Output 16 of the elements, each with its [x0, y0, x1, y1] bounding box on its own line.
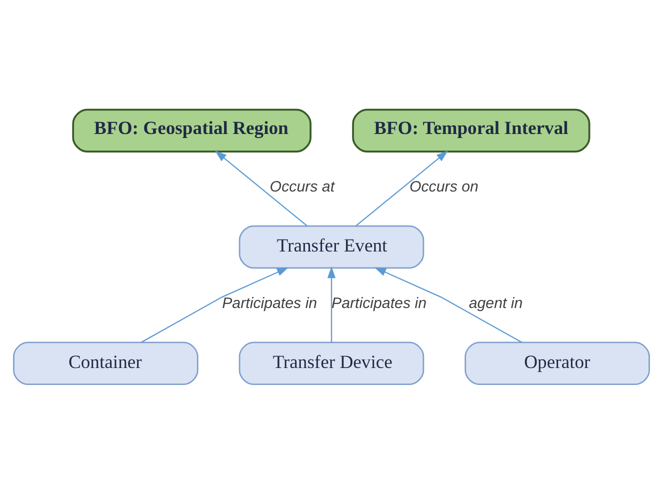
node-box: Operator [464, 341, 650, 385]
edge-label: Participates in [332, 294, 426, 312]
arrow [355, 150, 448, 226]
arrow [374, 266, 522, 342]
node-box: Transfer Event [238, 224, 424, 268]
arrow [140, 266, 289, 342]
edge-label: agent in [468, 294, 523, 312]
node-box: BFO: Temporal Interval [352, 108, 590, 152]
node-box: Transfer Device [238, 341, 424, 385]
arrow [214, 150, 308, 226]
edge-label: Occurs on [409, 178, 478, 196]
node-box: Container [13, 341, 198, 385]
edge-label: Participates in [222, 294, 318, 312]
arrow [327, 266, 336, 342]
node-box: BFO: Geospatial Region [72, 108, 312, 152]
edge-label: Occurs at [270, 178, 335, 196]
